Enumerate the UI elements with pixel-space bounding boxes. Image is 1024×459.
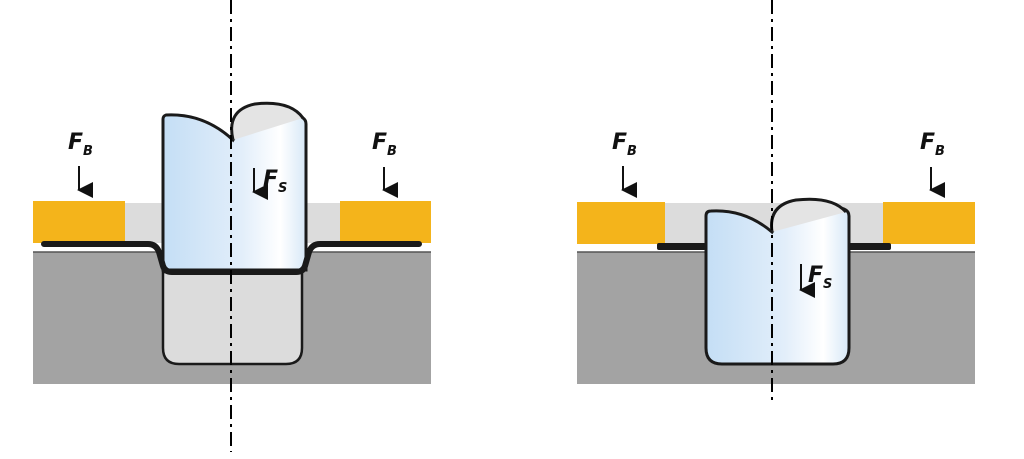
force-arrows xyxy=(77,166,945,298)
right-fs-label: FS xyxy=(808,263,832,292)
left-fs-label: FS xyxy=(263,167,287,196)
left-blankholder-right xyxy=(340,201,431,243)
right-blankholder-right xyxy=(883,202,975,244)
left-die-cavity xyxy=(161,270,304,366)
left-fb-right-label: FB xyxy=(372,130,397,159)
left-blankholder-left xyxy=(33,201,125,243)
right-sheet-right xyxy=(848,243,891,250)
left-sheet xyxy=(41,241,422,275)
right-panel xyxy=(577,197,975,384)
right-sheet-left xyxy=(657,243,706,250)
force-labels: FB FB FS FB FB FS xyxy=(68,130,945,292)
right-fb-right-label: FB xyxy=(920,130,945,159)
right-blankholder-left xyxy=(577,202,665,244)
left-fb-left-label: FB xyxy=(68,130,93,159)
left-punch-top xyxy=(230,101,305,141)
right-fb-left-label: FB xyxy=(612,130,637,159)
